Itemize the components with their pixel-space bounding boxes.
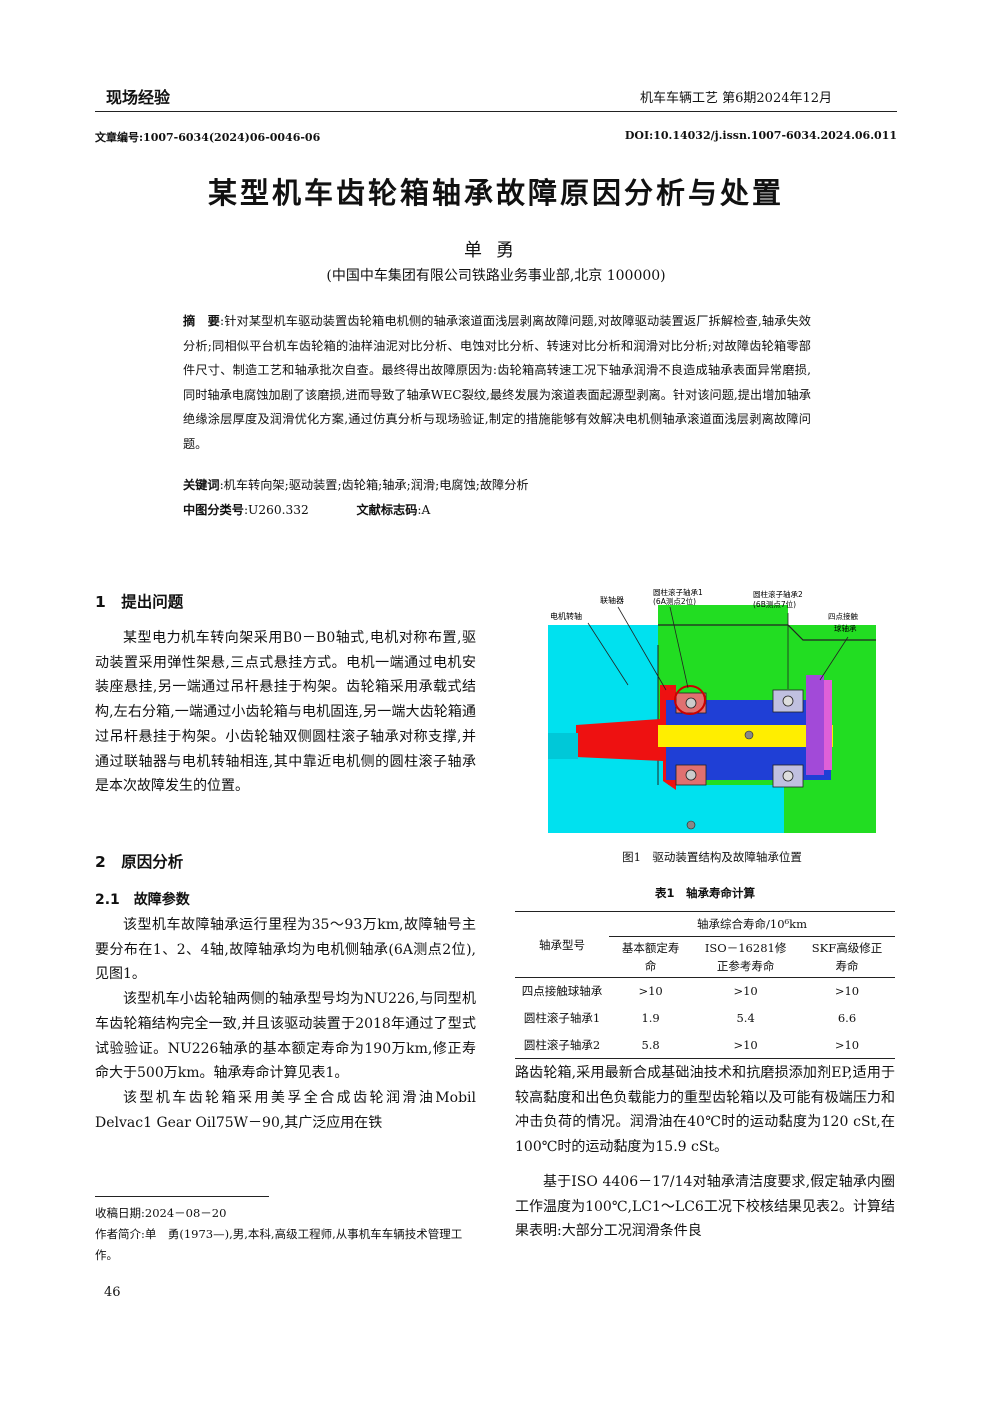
label-bearing-2: 圆柱滚子轴承2 bbox=[753, 589, 803, 599]
right-paragraph-cont: 路齿轮箱,采用最新合成基础油技术和抗磨损添加剂EP,适用于较高黏度和出色负载能力… bbox=[515, 1065, 895, 1156]
table-cell: 圆柱滚子轴承1 bbox=[523, 1011, 601, 1025]
header-rule bbox=[95, 111, 897, 112]
table-cell: >10 bbox=[733, 1037, 758, 1052]
table-subheader-3: SKF高级修正寿命 bbox=[811, 941, 883, 973]
table-subheader-1: 基本额定寿命 bbox=[621, 941, 680, 973]
author: 单勇 bbox=[464, 240, 528, 261]
table-cell: 5.4 bbox=[736, 1011, 755, 1025]
table-cell: >10 bbox=[638, 984, 663, 999]
table-subheader-2: ISO－16281修正参考寿命 bbox=[704, 941, 787, 973]
table-cell: >10 bbox=[834, 1037, 860, 1052]
abstract-text: :针对某型机车驱动装置齿轮箱电机侧的轴承滚道面浅层剥离故障问题,对故障驱动装置返… bbox=[183, 314, 811, 451]
keywords-text: :机车转向架;驱动装置;齿轮箱;轴承;润滑;电腐蚀;故障分析 bbox=[219, 478, 529, 492]
footnote-rule bbox=[95, 1196, 269, 1197]
table-row: 圆柱滚子轴承1 1.9 5.4 6.6 bbox=[515, 1005, 895, 1032]
table-cell: >10 bbox=[834, 984, 860, 999]
paper-title: 某型机车齿轮箱轴承故障原因分析与处置 bbox=[207, 176, 784, 210]
label-motor-shaft: 电机转轴 bbox=[550, 611, 582, 621]
section1-paragraph: 某型电力机车转向架采用B0－B0轴式,电机对称布置,驱动装置采用弹性架悬,三点式… bbox=[95, 630, 476, 795]
bearing-2 bbox=[772, 689, 804, 788]
section1-heading: 1 提出问题 bbox=[95, 593, 184, 611]
keywords: 关键词:机车转向架;驱动装置;齿轮箱;轴承;润滑;电腐蚀;故障分析 bbox=[183, 475, 811, 493]
table-caption: 表1 轴承寿命计算 bbox=[654, 886, 755, 900]
figure-drive-device: 电机转轴 联轴器 圆柱滚子轴承1 (6A测点2位) 圆柱滚子轴承2 (6B测点7… bbox=[548, 585, 876, 833]
page-number: 46 bbox=[104, 1285, 121, 1300]
section2-1-heading: 2.1 故障参数 bbox=[95, 892, 190, 908]
section1-body: 某型电力机车转向架采用B0－B0轴式,电机对称布置,驱动装置采用弹性架悬,三点式… bbox=[95, 626, 476, 799]
abstract: 摘 要:针对某型机车驱动装置齿轮箱电机侧的轴承滚道面浅层剥离故障问题,对故障驱动… bbox=[183, 309, 811, 456]
four-point-bearing bbox=[806, 675, 824, 775]
received-date: 收稿日期:2024－08－20 bbox=[95, 1206, 227, 1220]
gearbox-top bbox=[658, 605, 788, 625]
table-cell: 四点接触球轴承 bbox=[521, 984, 603, 999]
doc-code-label: 文献标志码 bbox=[356, 503, 418, 517]
section2-paragraph-3: 该型机车齿轮箱采用美孚全合成齿轮润滑油Mobil Delvac1 Gear Oi… bbox=[95, 1089, 476, 1131]
author-bio: 作者简介:单 勇(1973—),男,本科,高级工程师,从事机车车辆技术管理工作。 bbox=[95, 1227, 463, 1262]
table-row: 四点接触球轴承 >10 >10 >10 bbox=[515, 978, 895, 1005]
table-group-header: 轴承综合寿命/10⁶km bbox=[609, 911, 895, 937]
motor-shaft-part bbox=[576, 685, 676, 790]
figure-caption: 图1 驱动装置结构及故障轴承位置 bbox=[622, 850, 802, 864]
table-cell: 1.9 bbox=[641, 1011, 660, 1025]
right-paragraph: 基于ISO 4406－17/14对轴承清洁度要求,假定轴承内圈工作温度为100℃… bbox=[515, 1173, 895, 1240]
table-col0-header: 轴承型号 bbox=[515, 911, 609, 978]
fault-marker bbox=[674, 685, 706, 715]
clc-label: 中图分类号 bbox=[183, 503, 244, 517]
affiliation: (中国中车集团有限公司铁路业务事业部,北京 100000) bbox=[326, 268, 666, 284]
section2-body: 该型机车故障轴承运行里程为35～93万km,故障轴号主要分布在1、2、4轴,故障… bbox=[95, 913, 476, 1135]
table-cell: >10 bbox=[733, 984, 758, 999]
section2-paragraph-1: 该型机车故障轴承运行里程为35～93万km,故障轴号主要分布在1、2、4轴,故障… bbox=[95, 917, 476, 983]
table-cell: 6.6 bbox=[837, 1011, 857, 1025]
section-label: 现场经验 bbox=[106, 88, 171, 107]
journal-info: 机车车辆工艺 第6期2024年12月 bbox=[640, 91, 833, 106]
bearing-1 bbox=[675, 692, 707, 786]
label-bearing-1-sub: (6A测点2位) bbox=[653, 596, 696, 606]
label-four-point: 四点接触 bbox=[828, 611, 858, 621]
classification: 中图分类号:U260.332 文献标志码:A bbox=[183, 500, 430, 518]
footnote: 收稿日期:2024－08－20 作者简介:单 勇(1973—),男,本科,高级工… bbox=[95, 1203, 485, 1266]
section2-paragraph-2: 该型机车小齿轮轴两侧的轴承型号均为NU226,与同型机车齿轮箱结构完全一致,并且… bbox=[95, 991, 476, 1082]
clc-value: :U260.332 bbox=[243, 503, 309, 517]
label-bearing-2-sub: (6B测点7位) bbox=[753, 599, 796, 609]
doc-code-value: :A bbox=[417, 503, 431, 517]
table-cell: 圆柱滚子轴承2 bbox=[523, 1037, 601, 1052]
label-coupling: 联轴器 bbox=[600, 595, 624, 605]
label-bearing-1: 圆柱滚子轴承1 bbox=[653, 587, 703, 597]
section2-heading: 2 原因分析 bbox=[95, 853, 184, 871]
keywords-label: 关键词 bbox=[183, 478, 220, 492]
bearing-life-table: 轴承型号 轴承综合寿命/10⁶km 基本额定寿命 ISO－16281修正参考寿命… bbox=[515, 911, 895, 1059]
drive-structure-illustration: 电机转轴 联轴器 圆柱滚子轴承1 (6A测点2位) 圆柱滚子轴承2 (6B测点7… bbox=[548, 587, 876, 833]
right-column-body: 路齿轮箱,采用最新合成基础油技术和抗磨损添加剂EP,适用于较高黏度和出色负载能力… bbox=[515, 1061, 895, 1244]
table-cell: 5.8 bbox=[641, 1037, 660, 1052]
article-number: 文章编号:1007-6034(2024)06-0046-06 bbox=[95, 131, 321, 144]
table-row: 圆柱滚子轴承2 5.8 >10 >10 bbox=[515, 1032, 895, 1059]
doi: DOI:10.14032/j.issn.1007-6034.2024.06.01… bbox=[624, 129, 897, 142]
abstract-label: 摘 要 bbox=[183, 314, 220, 328]
label-ball-bearing: 球轴承 bbox=[834, 623, 857, 633]
